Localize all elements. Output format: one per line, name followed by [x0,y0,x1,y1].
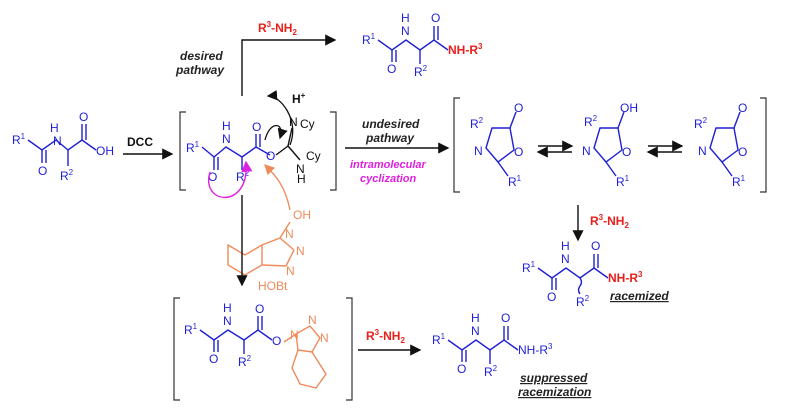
svg-text:H: H [223,301,232,315]
svg-text:R2: R2 [576,294,590,309]
svg-text:O: O [431,11,440,25]
suppressed-label-2: racemization [518,385,591,399]
hplus-label: H+ [292,91,306,106]
svg-text:O: O [208,170,217,184]
cy-top: Cy [300,117,315,131]
svg-text:R2: R2 [484,364,498,379]
svg-text:R1: R1 [522,260,536,275]
svg-text:O: O [514,145,523,159]
desired-label-2: pathway [175,63,225,77]
start-n: N [53,134,62,148]
amine-top: R3-NH2 [258,20,297,37]
svg-text:R1: R1 [508,174,522,189]
svg-text:R2: R2 [584,114,598,129]
svg-text:N: N [474,144,483,158]
svg-text:N: N [290,328,299,342]
svg-text:O: O [266,149,275,163]
svg-text:R2: R2 [238,354,252,369]
svg-text:O: O [252,120,261,134]
start-oh: OH [96,144,114,158]
hobt-reagent: N N N OH HOBt [227,164,311,293]
racemized-product: R1 H N O R2 O NH-R3 [522,239,643,309]
svg-text:R2: R2 [694,116,708,131]
svg-text:O: O [272,334,281,348]
hobt-label: HOBt [258,279,288,293]
svg-text:N: N [223,314,232,328]
svg-text:O: O [547,290,556,304]
desired-product: R1 H N O R2 O NH-R3 [362,11,483,79]
svg-text:R1: R1 [432,332,446,347]
svg-text:O: O [457,362,466,376]
svg-text:H: H [561,239,570,253]
svg-text:O: O [622,145,631,159]
svg-text:R1: R1 [732,174,746,189]
oxazolone-tautomers: R2 O N O R1 R2 OH N O R1 R2 O N O R1 [470,101,747,189]
svg-text:N: N [296,244,305,258]
amine-right: R3-NH2 [590,213,629,230]
start-o2: O [79,110,88,124]
svg-text:N: N [401,24,410,38]
undesired-label-1: undesired [362,117,420,131]
svg-text:H: H [297,172,306,186]
svg-text:N: N [308,313,317,327]
svg-text:R1: R1 [362,32,376,47]
svg-text:R2: R2 [470,116,484,131]
undesired-label-2: pathway [365,131,415,145]
start-o: O [38,164,47,178]
start-r2: R2 [60,168,74,183]
svg-text:R1: R1 [186,140,200,155]
hobt-active-ester: R1 H N O R2 O O N N N [184,301,329,389]
svg-text:H: H [471,311,480,325]
svg-text:O: O [501,311,510,325]
svg-text:N: N [289,115,298,129]
svg-text:O: O [209,352,218,366]
intramolecular-label-1: intramolecular [350,159,427,171]
amine-bottom: R3-NH2 [366,328,405,345]
suppressed-label-1: suppressed [520,371,588,385]
svg-text:R1: R1 [616,174,630,189]
desired-label-1: desired [180,49,223,63]
svg-text:O: O [255,302,264,316]
svg-text:OH: OH [620,101,638,115]
svg-text:N: N [285,227,294,241]
svg-text:NH-R3: NH-R3 [608,270,643,285]
svg-text:N: N [698,144,707,158]
svg-text:R1: R1 [184,322,198,337]
svg-text:NH-R3: NH-R3 [448,42,483,57]
svg-text:O: O [738,145,747,159]
o-acylisourea-intermediate: R1 H N O R2 O O N N H Cy Cy [186,90,321,199]
svg-text:O: O [738,101,747,115]
svg-text:N: N [296,162,305,176]
svg-text:O: O [514,101,523,115]
intramolecular-label-2: cyclization [360,173,417,185]
svg-text:H: H [222,119,231,133]
svg-text:N: N [582,144,591,158]
starting-amino-acid: R1 H N O R2 O OH [12,110,114,183]
svg-text:N: N [286,264,295,278]
svg-text:O: O [591,239,600,253]
svg-text:O: O [387,62,396,76]
svg-text:R2: R2 [236,169,250,184]
svg-text:N: N [222,132,231,146]
suppressed-product: R1 H N O R2 O NH-R3 [432,311,553,379]
racemized-label: racemized [610,289,669,303]
svg-text:OH: OH [293,208,311,222]
svg-text:N: N [320,331,329,345]
svg-text:NH-R3: NH-R3 [518,342,553,357]
svg-text:N: N [561,252,570,266]
dcc-label: DCC [127,135,153,149]
start-nh: H [50,121,59,135]
svg-text:R2: R2 [414,64,428,79]
cy-bottom: Cy [306,149,321,163]
start-r1: R1 [12,132,26,147]
svg-text:N: N [471,324,480,338]
svg-text:H: H [401,11,410,25]
